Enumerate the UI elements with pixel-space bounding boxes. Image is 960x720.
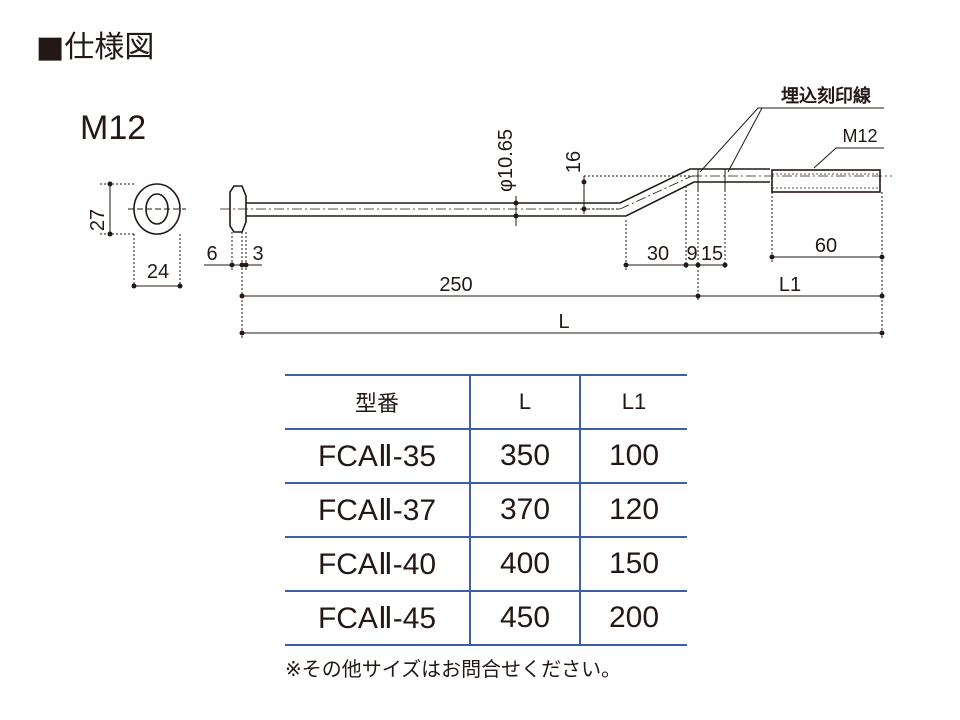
dim-27-label: 27 [87, 209, 109, 231]
header-l1: L1 [579, 374, 687, 430]
header-model: 型番 [285, 374, 470, 430]
header-l: L [469, 374, 580, 430]
dim-60-label: 60 [815, 235, 837, 257]
cell-model: FCAⅡ-35 [285, 428, 470, 484]
table-row: FCAⅡ-45 450 200 [285, 590, 687, 646]
dim-24-label: 24 [147, 261, 169, 283]
cell-l1: 150 [579, 536, 687, 592]
cell-l: 450 [469, 590, 580, 646]
cell-model: FCAⅡ-45 [285, 590, 470, 646]
cell-l: 370 [469, 482, 580, 538]
cell-l1: 200 [579, 590, 687, 646]
cell-l1: 100 [579, 428, 687, 484]
footnote: ※その他サイズはお問合せください。 [285, 657, 622, 681]
anchor-bolt-drawing: 27 24 6 3 φ10.65 16 埋込刻印線 M12 30 9 15 60… [87, 85, 892, 340]
diameter-label: φ10.65 [495, 129, 517, 192]
dim-l1-label: L1 [779, 274, 801, 296]
cell-l: 350 [469, 428, 580, 484]
dim-9-label: 9 [686, 243, 697, 265]
thread-section [771, 169, 881, 193]
embed-line-label: 埋込刻印線 [781, 85, 871, 107]
cell-model: FCAⅡ-40 [285, 536, 470, 592]
dim-250-label: 250 [439, 274, 472, 296]
bolt-shaft [246, 168, 770, 204]
table-row: FCAⅡ-37 370 120 [285, 482, 687, 538]
dim-l-label: L [558, 311, 569, 333]
spec-table: 型番 L L1 FCAⅡ-35 350 100 FCAⅡ-37 370 120 … [285, 374, 687, 646]
cell-l1: 120 [579, 482, 687, 538]
dim-3-label: 3 [252, 243, 263, 265]
cell-model: FCAⅡ-37 [285, 482, 470, 538]
table-header-row: 型番 L L1 [285, 374, 687, 430]
size-label: M12 [80, 109, 147, 147]
dim-15-label: 15 [701, 243, 723, 265]
thread-label: M12 [842, 126, 877, 146]
cell-l: 400 [469, 536, 580, 592]
page-title: ■仕様図 [36, 30, 155, 65]
dim-6-label: 6 [206, 243, 217, 265]
dim-30-label: 30 [647, 243, 669, 265]
table-row: FCAⅡ-35 350 100 [285, 428, 687, 484]
table-row: FCAⅡ-40 400 150 [285, 536, 687, 592]
dim-16-label: 16 [563, 151, 585, 173]
